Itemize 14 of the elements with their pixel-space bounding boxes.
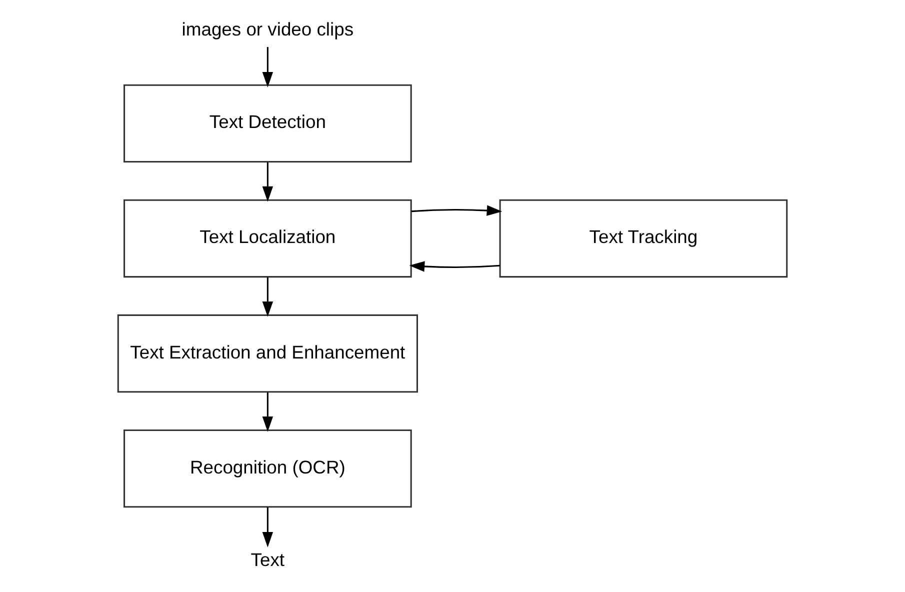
node-box: Recognition (OCR) — [124, 429, 412, 508]
arrow — [411, 205, 502, 216]
arrow — [409, 261, 500, 272]
arrow — [262, 507, 274, 548]
node-text: Text — [250, 549, 285, 570]
node-box: Text Extraction and Enhancement — [117, 314, 418, 393]
arrow — [262, 277, 274, 317]
node-box: Text Tracking — [499, 199, 788, 278]
node-box: Text Detection — [124, 84, 412, 163]
node-text: images or video clips — [182, 18, 354, 40]
arrow — [262, 47, 274, 88]
node-box: Text Localization — [124, 199, 412, 278]
arrow — [262, 392, 274, 432]
arrow — [262, 162, 274, 202]
